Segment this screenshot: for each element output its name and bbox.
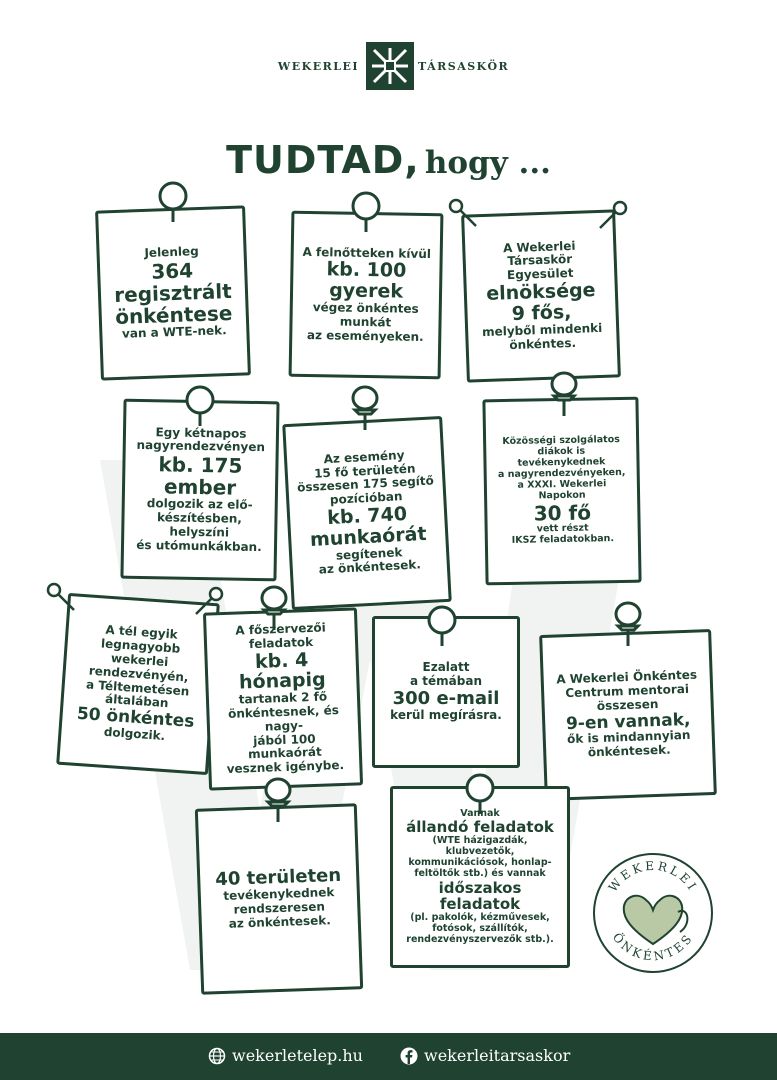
note-text: 30 fő	[533, 500, 592, 526]
pin-icon	[182, 382, 218, 430]
note-text: önkéntesek.	[587, 742, 671, 760]
note-text: van a WTE-nek.	[121, 323, 227, 341]
note-text: 364	[150, 258, 194, 284]
note-text: dolgozik.	[103, 724, 166, 743]
note-text: vesznek igénybe.	[226, 758, 345, 777]
pin-icon	[256, 584, 292, 632]
note-text: (WTE házigazdák, klubvezetők,	[432, 834, 528, 857]
page-title: TUDTAD, hogy ...	[0, 138, 777, 182]
note-text: az önkéntesek.	[228, 913, 332, 931]
note-text: készítésben, helyszíni	[156, 510, 243, 540]
footer-facebook[interactable]: wekerleitarsaskor	[400, 1046, 570, 1065]
pin-icon	[155, 178, 191, 226]
note-text: IKSZ feladatokban.	[511, 532, 615, 546]
note-text: időszakos	[438, 878, 522, 897]
note-text: 300 e-mail	[392, 688, 500, 709]
note-text: feltöltők stb.) és vannak	[414, 867, 546, 879]
note-text: kommunikációsok, honlap-	[408, 856, 552, 868]
note-text: a témában	[410, 674, 482, 689]
pin-icon	[446, 196, 482, 244]
note-text: feladatok	[439, 895, 521, 914]
note-text: kerül megírásra.	[390, 707, 502, 722]
footer-facebook-text: wekerleitarsaskor	[424, 1046, 571, 1065]
pin-icon	[44, 580, 80, 628]
title-rest: hogy ...	[424, 145, 551, 181]
note-text: (pl. pakolók, kézművesek,	[410, 911, 550, 923]
note-text: gyerek	[328, 279, 404, 303]
title-strong: TUDTAD,	[226, 138, 420, 182]
note-text: rendezvényszervezők stb.).	[406, 933, 554, 945]
pin-icon	[462, 770, 498, 818]
note-text: a XXXI. Wekerlei Napokon	[517, 478, 607, 502]
wekerlei-onkentes-badge: WEKERLEI ÖNKÉNTES	[593, 853, 713, 973]
facebook-icon	[400, 1047, 418, 1064]
pin-icon	[347, 384, 383, 432]
note-text: kb. 175	[158, 452, 243, 478]
note-text: kb. 100	[326, 258, 407, 283]
globe-icon	[208, 1047, 226, 1064]
pin-icon	[594, 198, 630, 246]
note-text: állandó feladatok	[406, 818, 554, 837]
note-text: az eseményeken.	[306, 327, 424, 344]
header-right-text: TÁRSASKÖR	[418, 60, 510, 73]
pin-icon	[546, 370, 582, 418]
wekerlei-logo-icon	[366, 42, 414, 90]
note-text: és utómunkákban.	[136, 537, 262, 554]
pin-icon	[348, 188, 384, 236]
pin-icon	[610, 600, 646, 648]
note-text: önkéntes.	[509, 335, 577, 352]
heart-icon	[622, 894, 684, 946]
note-text: fotósok, szállítók,	[432, 922, 528, 934]
note-text: ember	[163, 474, 237, 500]
info-note: Vannakállandó feladatok(WTE házigazdák, …	[390, 786, 570, 968]
footer-website[interactable]: wekerletelep.hu	[208, 1046, 363, 1065]
pin-icon	[260, 776, 296, 824]
pin-icon	[424, 602, 460, 650]
note-text: az önkéntesek.	[318, 557, 422, 578]
note-text: Ezalatt	[422, 660, 470, 675]
pin-icon	[190, 584, 226, 632]
footer-website-text: wekerletelep.hu	[232, 1046, 363, 1065]
footer: wekerletelep.hu wekerleitarsaskor	[0, 1033, 777, 1080]
header: WEKERLEI TÁRSASKÖR	[0, 38, 777, 94]
header-left-text: WEKERLEI	[277, 60, 359, 73]
